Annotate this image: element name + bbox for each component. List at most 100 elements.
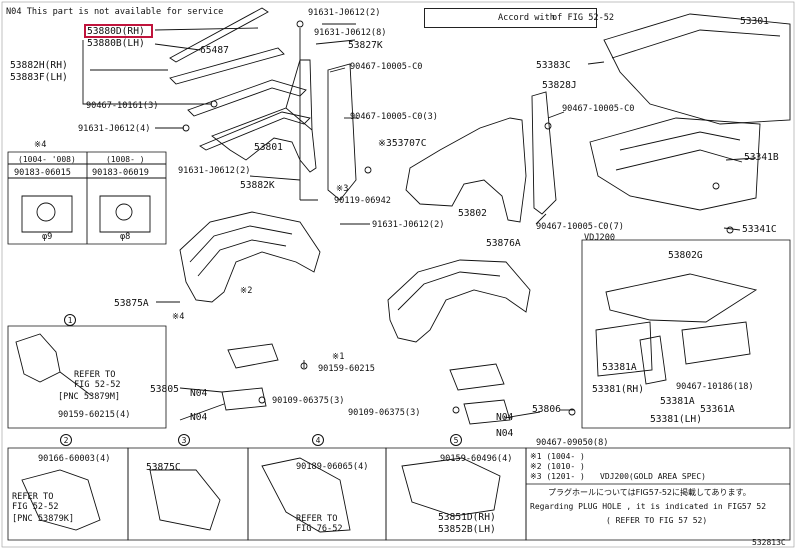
clip-range-1: (1004- '008) xyxy=(18,155,76,164)
part-53381-lh[interactable]: 53381(LH) xyxy=(650,414,702,425)
box5-rh[interactable]: 53851D(RH) xyxy=(438,512,496,523)
trim-strip-4 xyxy=(199,111,311,151)
part-91631-j0612-2c[interactable]: 91631-J0612(2) xyxy=(372,220,445,230)
frame-53381 xyxy=(595,321,653,377)
part-53880d[interactable]: 53880D(RH) xyxy=(87,26,145,37)
part-53876a[interactable]: 53876A xyxy=(486,238,521,249)
part-53875a[interactable]: 53875A xyxy=(114,298,149,309)
part-53301[interactable]: 53301 xyxy=(740,16,769,27)
callout-3[interactable]: 3 xyxy=(178,434,190,446)
part-53707c[interactable]: ※353707C xyxy=(378,138,427,149)
part-90183-06015[interactable]: 90183-06015 xyxy=(14,168,71,178)
legend-box xyxy=(424,8,597,28)
trim-strip-mid xyxy=(169,47,285,85)
part-53801[interactable]: 53801 xyxy=(254,142,283,153)
part-90109-06375-3b[interactable]: 90109-06375(3) xyxy=(348,408,421,418)
part-90467-10005-c0-3[interactable]: 90467-10005-C0(3) xyxy=(350,112,438,122)
legend-text-2: of FIG 52-52 xyxy=(552,13,615,23)
note-english: Regarding PLUG HOLE , it is indicated in… xyxy=(530,502,767,511)
clip-range-2: (1008- ) xyxy=(106,155,145,164)
part-53361a[interactable]: 53361A xyxy=(700,404,735,415)
callout-5[interactable]: 5 xyxy=(450,434,462,446)
part-53882k[interactable]: 53882K xyxy=(240,180,275,191)
shield-53802g xyxy=(605,273,758,323)
box2-fig[interactable]: FIG 52-52 xyxy=(12,502,59,512)
part-53383c[interactable]: 53383C xyxy=(536,60,571,71)
star-2: ※2 xyxy=(240,286,253,296)
part-53882h[interactable]: 53882H(RH) xyxy=(10,60,68,71)
hood-53301 xyxy=(603,13,791,125)
part-91631-j0612-8[interactable]: 91631-J0612(8) xyxy=(314,28,387,38)
part-90159-60215[interactable]: 90159-60215 xyxy=(318,364,375,374)
part-90119-06942[interactable]: 90119-06942 xyxy=(334,196,391,206)
trim-strip-lower xyxy=(187,79,307,117)
bracket-53805 xyxy=(227,343,279,369)
vdj200-label: VDJ200 xyxy=(584,233,616,243)
part-53381a-a[interactable]: 53381A xyxy=(602,362,637,373)
part-90467-09050-8[interactable]: 90467-09050(8) xyxy=(536,438,609,448)
part-53827k[interactable]: 53827K xyxy=(348,40,383,51)
part-91631-j0612-2b[interactable]: 91631-J0612(2) xyxy=(178,166,251,176)
box2-part[interactable]: 90166-60003(4) xyxy=(38,454,111,464)
part-53880b[interactable]: 53880B(LH) xyxy=(87,38,145,49)
part-90109-06375-3a[interactable]: 90109-06375(3) xyxy=(272,396,345,406)
part-53802[interactable]: 53802 xyxy=(458,208,487,219)
box4-part[interactable]: 90189-06065(4) xyxy=(296,462,369,472)
box3-part[interactable]: 53875C xyxy=(146,462,181,473)
part-53381-rh[interactable]: 53381(RH) xyxy=(592,384,644,395)
hood-insulator-53341b xyxy=(589,117,761,211)
diameter-9: φ9 xyxy=(42,232,53,242)
box1-pnc: [PNC 53879M] xyxy=(58,392,121,402)
n04-a: N04 xyxy=(190,388,208,399)
part-53883f[interactable]: 53883F(LH) xyxy=(10,72,68,83)
part-90467-10005-c0b[interactable]: 90467-10005-C0 xyxy=(562,104,635,114)
part-91631-j0612-4[interactable]: 91631-J0612(4) xyxy=(78,124,151,134)
part-53828j[interactable]: 53828J xyxy=(542,80,577,91)
n04-b: N04 xyxy=(190,412,208,423)
bracket-53806 xyxy=(449,363,505,391)
footer-code: 532813C xyxy=(752,538,786,547)
part-90467-10161[interactable]: 90467-10161(3) xyxy=(86,101,159,111)
part-53802g[interactable]: 53802G xyxy=(668,250,703,261)
note-x2: ※2 (1010- ) xyxy=(530,462,585,471)
part-53805[interactable]: 53805 xyxy=(150,384,179,395)
box4-refer: REFER TO xyxy=(296,514,338,524)
box5-part[interactable]: 90159-60496(4) xyxy=(440,454,513,464)
note-japanese: プラグホールについてはFIG57-52に掲載してあります。 xyxy=(548,488,751,497)
note-refer: ( REFER TO FIG 57 52) xyxy=(606,516,708,525)
part-53806[interactable]: 53806 xyxy=(532,404,561,415)
part-90467-10186-18[interactable]: 90467-10186(18) xyxy=(676,382,754,392)
bracket-53827k xyxy=(327,63,357,201)
box1-refer: REFER TO xyxy=(74,370,116,380)
box5-lh[interactable]: 53852B(LH) xyxy=(438,524,496,535)
part-90467-10005-c0[interactable]: 90467-10005-C0 xyxy=(350,62,423,72)
not-available-note: N04 This part is not available for servi… xyxy=(6,7,224,17)
box2-refer: REFER TO xyxy=(12,492,54,502)
box1-part[interactable]: 90159-60215(4) xyxy=(58,410,131,420)
star-4: ※4 xyxy=(172,312,185,322)
part-53381a-b[interactable]: 53381A xyxy=(660,396,695,407)
part-65487[interactable]: 65487 xyxy=(200,45,229,56)
fender-53802 xyxy=(405,117,527,223)
box4-fig[interactable]: FIG 76-52 xyxy=(296,524,343,534)
part-91631-j0612-2a[interactable]: 91631-J0612(2) xyxy=(308,8,381,18)
note-vdj200: VDJ200(GOLD AREA SPEC) xyxy=(600,472,706,481)
box1-fig[interactable]: FIG 52-52 xyxy=(74,380,121,390)
callout-2[interactable]: 2 xyxy=(60,434,72,446)
n04-c: N04 xyxy=(496,412,514,423)
frame-53361 xyxy=(681,321,751,365)
highlighted-part-box xyxy=(84,24,153,38)
n04-d: N04 xyxy=(496,428,514,439)
bracket-53828j xyxy=(531,91,557,215)
note-x1: ※1 (1004- ) xyxy=(530,452,585,461)
part-90183-06019[interactable]: 90183-06019 xyxy=(92,168,149,178)
callout-1[interactable]: 1 xyxy=(64,314,76,326)
star-3: ※3 xyxy=(336,184,349,194)
part-53341c[interactable]: 53341C xyxy=(742,224,777,235)
callout-4[interactable]: 4 xyxy=(312,434,324,446)
part-90467-10005-c0-7[interactable]: 90467-10005-C0(7) xyxy=(536,222,624,232)
star-1: ※1 xyxy=(332,352,345,362)
part-53341b[interactable]: 53341B xyxy=(744,152,779,163)
